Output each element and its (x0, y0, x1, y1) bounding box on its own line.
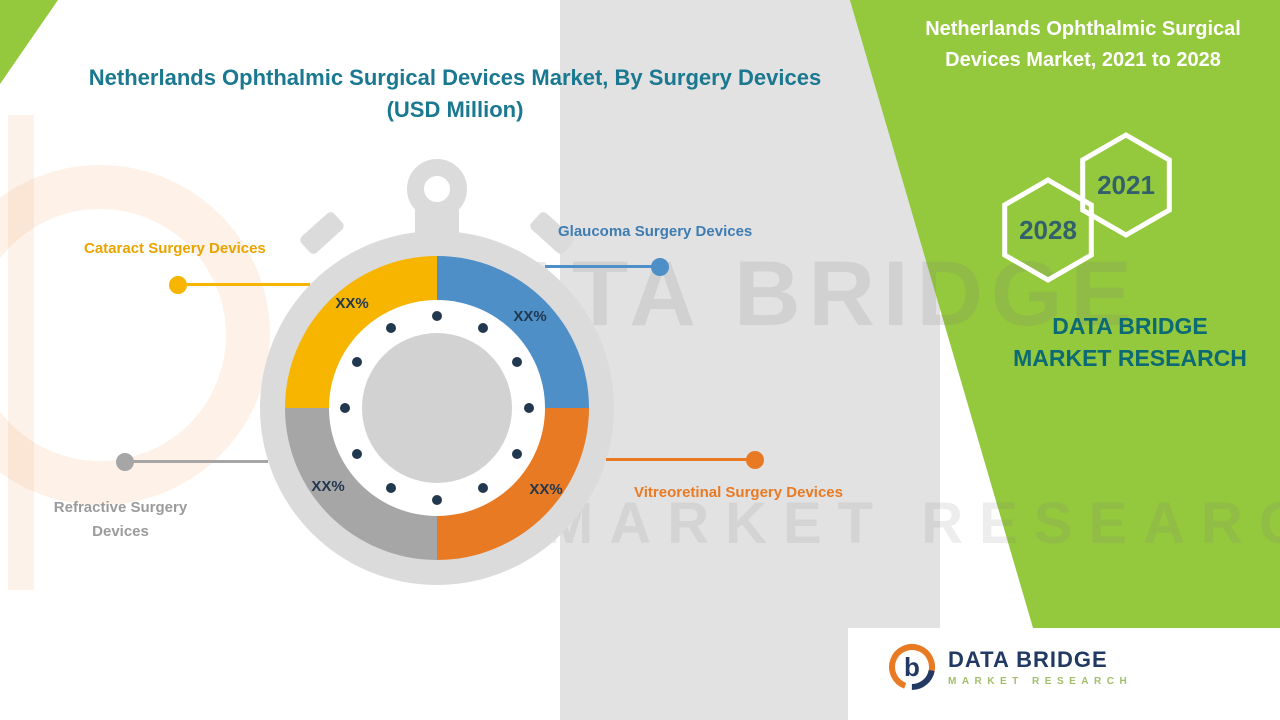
ring-dot (511, 357, 522, 367)
ring-dot (386, 323, 396, 334)
year-label-2021: 2021 (1097, 170, 1155, 200)
stopwatch-crown (407, 159, 467, 219)
ring-dot (352, 357, 363, 367)
ring-dot (478, 482, 488, 493)
footer-logo-subtitle: MARKET RESEARCH (948, 676, 1133, 687)
ring-dot (386, 482, 396, 493)
watermark-text-2: MARKET RESEARCH (545, 491, 1280, 556)
ring-dot (340, 403, 350, 413)
year-label-2028: 2028 (1019, 215, 1077, 245)
ring-dot (524, 403, 534, 413)
hexagon-2028 (1002, 177, 1094, 283)
segment-value-cataract: XX% (335, 295, 369, 312)
databridge-logo-icon: b (889, 644, 935, 690)
donut-center (362, 333, 512, 483)
segment-value-vitreoretinal: XX% (529, 481, 563, 498)
legend-label-glaucoma: Glaucoma Surgery Devices (558, 223, 753, 240)
hexagon-2021 (1080, 132, 1172, 238)
callout-dot-glaucoma (651, 258, 669, 276)
legend-label-refractive: Refractive Surgery Devices (53, 499, 188, 540)
segment-value-refractive: XX% (311, 478, 345, 495)
ring-dot (352, 449, 363, 459)
segment-value-glaucoma: XX% (513, 308, 547, 325)
callout-line-glaucoma (545, 265, 655, 268)
panel-heading: Netherlands Ophthalmic Surgical Devices … (925, 18, 1241, 71)
footer-logo-brand: DATA BRIDGE (948, 647, 1108, 672)
legend-label-vitreoretinal: Vitreoretinal Surgery Devices (634, 484, 843, 501)
svg-text:b: b (904, 652, 920, 682)
watermark-band (560, 0, 940, 720)
ring-dot (432, 311, 442, 321)
brand-watermark-arc (0, 165, 270, 505)
ring-dot (432, 495, 442, 505)
green-corner-accent (0, 0, 58, 84)
ring-dot (511, 449, 522, 459)
callout-dot-vitreoretinal (746, 451, 764, 469)
chart-title: Netherlands Ophthalmic Surgical Devices … (88, 65, 822, 122)
panel-brand-text: DATA BRIDGE MARKET RESEARCH (1013, 313, 1247, 372)
footer-white-band (848, 628, 1280, 720)
databridge-footer-logo: b DATA BRIDGE MARKET RESEARCH (886, 641, 1132, 693)
dot-ring (340, 311, 534, 505)
legend-label-cataract: Cataract Surgery Devices (84, 240, 266, 257)
ring-dot (478, 323, 488, 334)
callout-dot-refractive (116, 453, 134, 471)
callout-line-vitreoretinal (606, 458, 756, 461)
year-hexagons: 2028 2021 (1002, 132, 1172, 283)
stopwatch-button-left (298, 210, 346, 256)
callout-line-cataract (180, 283, 310, 286)
brand-watermark-bar (8, 115, 34, 590)
callout-line-refractive (125, 460, 268, 463)
callout-dot-cataract (169, 276, 187, 294)
